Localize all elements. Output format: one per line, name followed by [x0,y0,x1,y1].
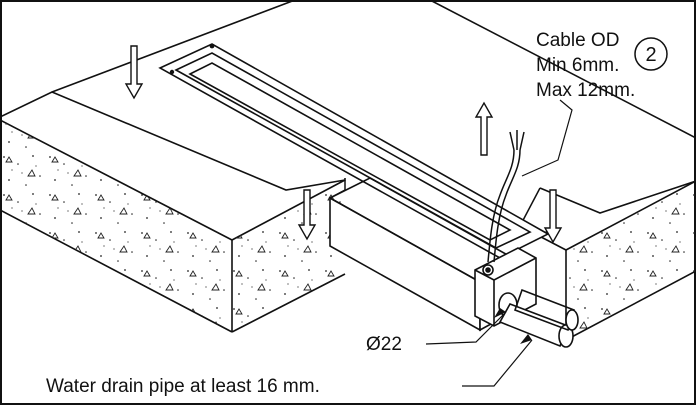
step-number: 2 [645,44,656,66]
cable-label-line1: Cable OD [536,30,619,51]
down-arrow-icon [297,189,317,241]
down-arrow-icon [543,189,563,244]
leader-arrowhead [520,334,532,344]
cable [487,130,525,263]
up-arrow-icon [474,101,494,156]
left-block-side-face [232,180,345,332]
right-block-front-face [566,181,696,340]
left-block-front-face [0,120,232,332]
down-arrow-icon [124,45,144,100]
diameter-label: Ø22 [366,334,402,355]
leader-lines [425,99,573,387]
drain-pipes [498,288,579,348]
cable-label-line2: Min 6mm. [536,55,619,76]
cable-label-line3: Max 12mm. [536,80,635,101]
step-number-circle [634,37,668,71]
drain-pipe-label: Water drain pipe at least 16 mm. [46,376,320,397]
leader-arrowhead [494,308,506,318]
